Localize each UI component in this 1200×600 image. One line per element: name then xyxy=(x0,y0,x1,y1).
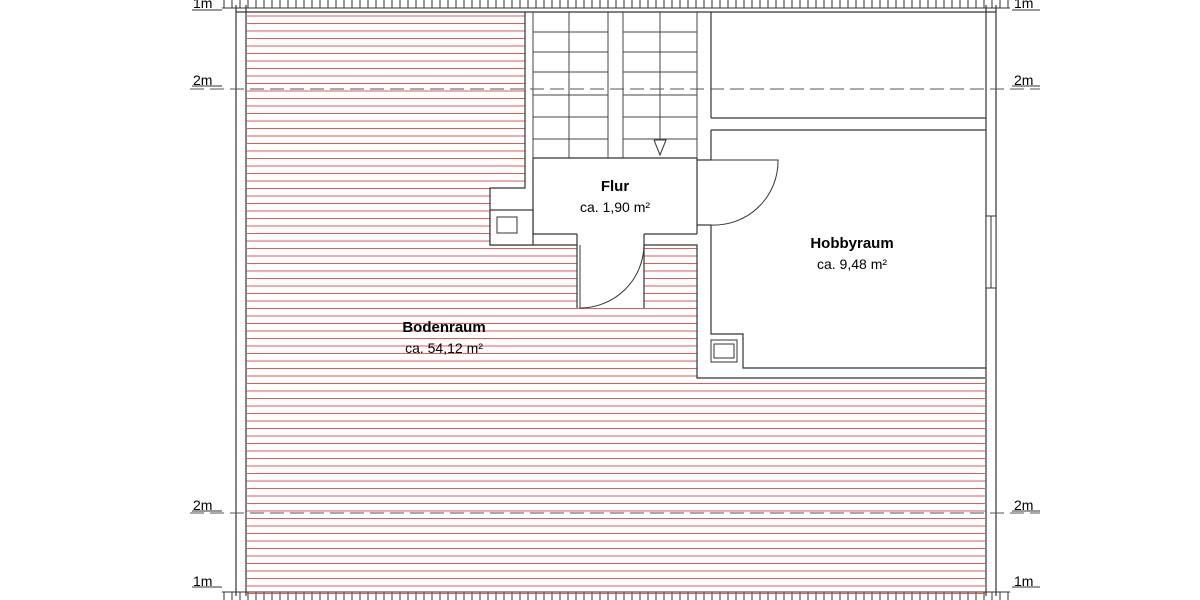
height-mark-2m-upper-left: 2m xyxy=(193,72,212,88)
height-guides xyxy=(190,88,1040,514)
hobbyraum-walls xyxy=(697,224,986,369)
window-hobbyraum xyxy=(985,215,997,289)
height-mark-top-right: 1m xyxy=(1014,0,1033,11)
height-underlines xyxy=(192,9,1040,588)
chimney-right-inner xyxy=(713,343,735,359)
outer-walls xyxy=(235,5,997,596)
height-mark-2m-lower-left: 2m xyxy=(193,497,212,513)
chimney-left-inner xyxy=(496,216,518,234)
room-name-hobbyraum: Hobbyraum xyxy=(810,235,893,252)
height-mark-2m-lower-right: 2m xyxy=(1014,497,1033,513)
room-name-flur: Flur xyxy=(601,178,629,195)
storage-room xyxy=(710,12,986,158)
room-name-bodenraum: Bodenraum xyxy=(402,319,485,336)
room-area-flur: ca. 1,90 m² xyxy=(580,199,650,215)
stair-arrow-icon xyxy=(653,139,667,157)
bodenraum-hatch xyxy=(247,15,985,594)
door-flur-bodenraum xyxy=(579,244,645,309)
room-area-bodenraum: ca. 54,12 m² xyxy=(405,340,483,356)
room-area-hobbyraum: ca. 9,48 m² xyxy=(817,256,887,272)
staircase xyxy=(532,12,698,158)
height-mark-bottom-left: 1m xyxy=(193,573,212,589)
height-mark-bottom-right: 1m xyxy=(1014,573,1033,589)
ruler-top xyxy=(222,0,1010,9)
height-mark-top-left: 1m xyxy=(193,0,212,11)
height-mark-2m-upper-right: 2m xyxy=(1014,72,1033,88)
door-flur-hobbyraum xyxy=(710,159,779,226)
